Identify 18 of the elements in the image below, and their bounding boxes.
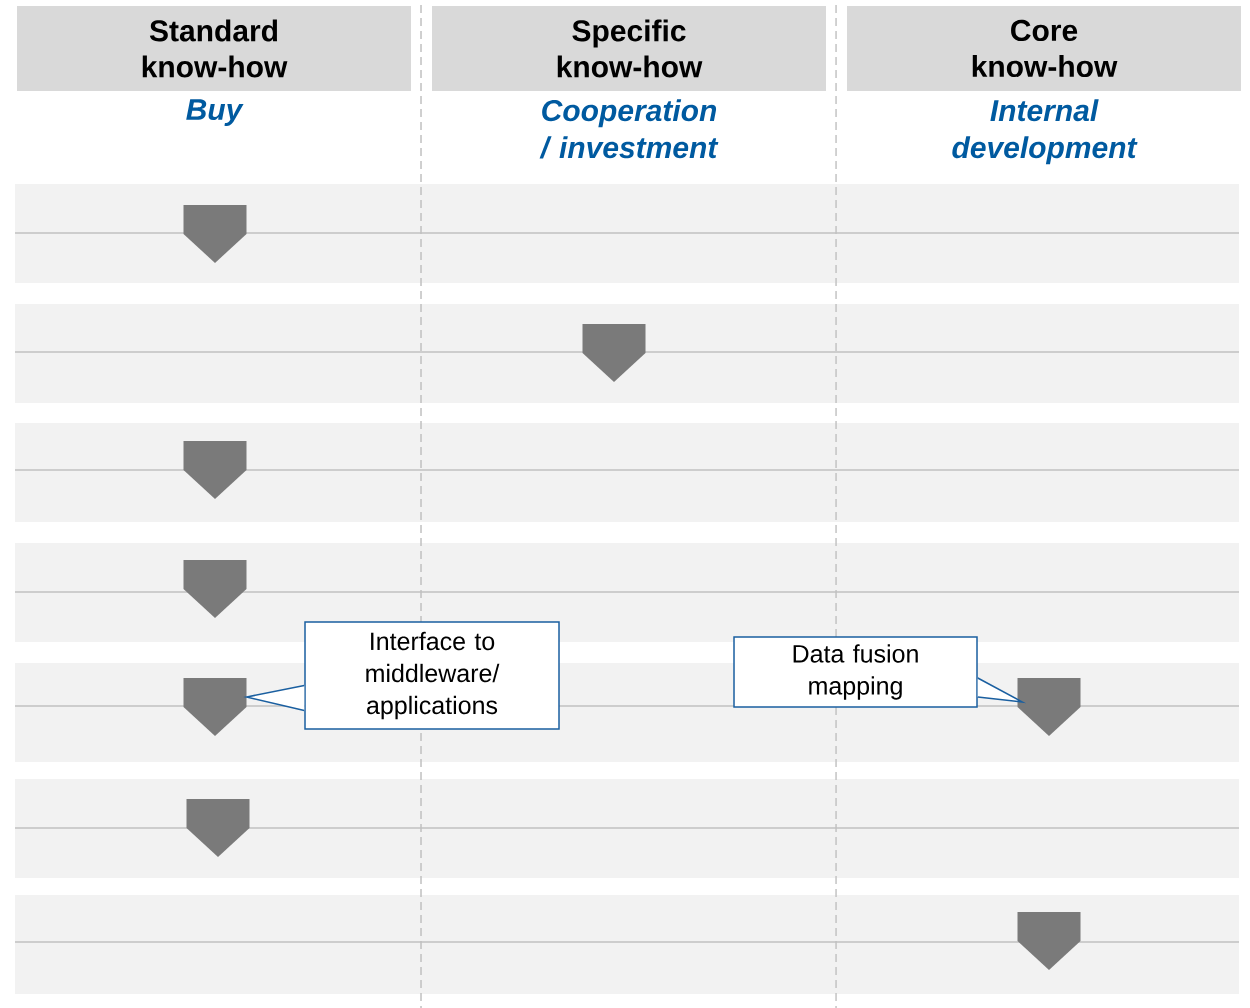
column-subtitle: Internal development — [952, 99, 1138, 165]
pentagon-marker — [183, 441, 247, 499]
pentagon-marker — [582, 324, 646, 382]
pentagon-marker — [186, 799, 250, 857]
pentagon-marker — [183, 205, 247, 263]
column-header: Core know-how — [847, 6, 1241, 91]
pentagon-marker — [183, 560, 247, 618]
callout-pointer — [243, 684, 305, 712]
column-subtitle: Buy — [186, 99, 244, 127]
column-header: Specific know-how — [432, 6, 826, 91]
callout-box: Data fusion mapping — [733, 636, 978, 708]
pentagon-marker — [1017, 912, 1081, 970]
callout-pointer — [977, 677, 1027, 704]
column-subtitle: Cooperation / investment — [539, 99, 719, 159]
pentagon-marker — [183, 678, 247, 736]
pentagon-marker — [1017, 678, 1081, 736]
column-header: Standard know-how — [17, 6, 411, 91]
callout-box: Interface to middleware/ applications — [304, 621, 560, 730]
